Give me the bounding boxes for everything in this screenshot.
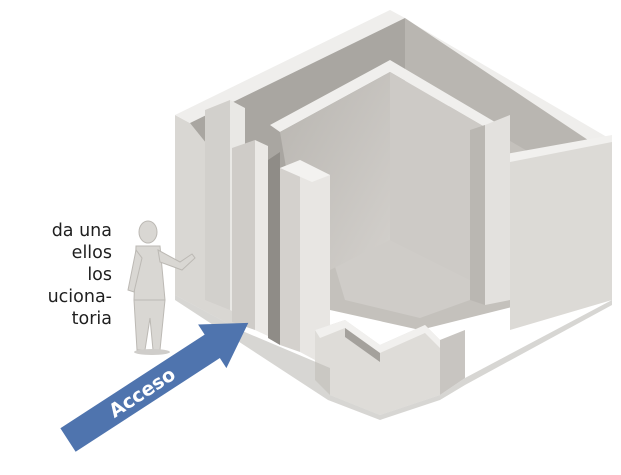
figure-legs [133, 299, 166, 351]
bay-wall-right [440, 330, 465, 395]
caption-line: los [87, 265, 112, 285]
entrance-column-top [280, 160, 330, 182]
figure-shadow [134, 349, 170, 355]
entrance-doorway [268, 152, 280, 345]
partition-right-face [390, 72, 490, 290]
access-arrow-shaft [60, 332, 223, 452]
inner-post-side [470, 125, 485, 305]
caption-line: ellos [71, 243, 112, 263]
entrance-column-3-front [300, 160, 330, 368]
partition-top [270, 60, 500, 132]
entrance-column-2 [232, 140, 255, 330]
building-model [175, 10, 612, 420]
figure-arm-down [127, 248, 143, 293]
bay-wall-front [315, 320, 440, 415]
side-caption: da una ellos los uciona- toria [0, 220, 112, 330]
outer-wall-right-face [510, 140, 612, 330]
human-figure [127, 220, 196, 355]
entrance-column-1 [205, 100, 230, 310]
outer-wall-right-top [500, 135, 612, 162]
caption-line: toria [71, 309, 112, 329]
inner-post [485, 115, 510, 305]
caption-line: uciona- [47, 287, 112, 307]
caption-line: da una [51, 221, 112, 241]
outer-wall-top-left [175, 10, 405, 123]
figure-arm-raised [157, 249, 196, 271]
outer-wall-inner-right [405, 18, 600, 170]
access-arrow-head [198, 322, 249, 369]
bay-wall-top [315, 320, 465, 353]
entrance-column-3 [280, 160, 300, 352]
entrance-column-2-front [255, 140, 268, 336]
figure-head [138, 220, 158, 244]
bay-wall-inner-lip [345, 328, 380, 362]
